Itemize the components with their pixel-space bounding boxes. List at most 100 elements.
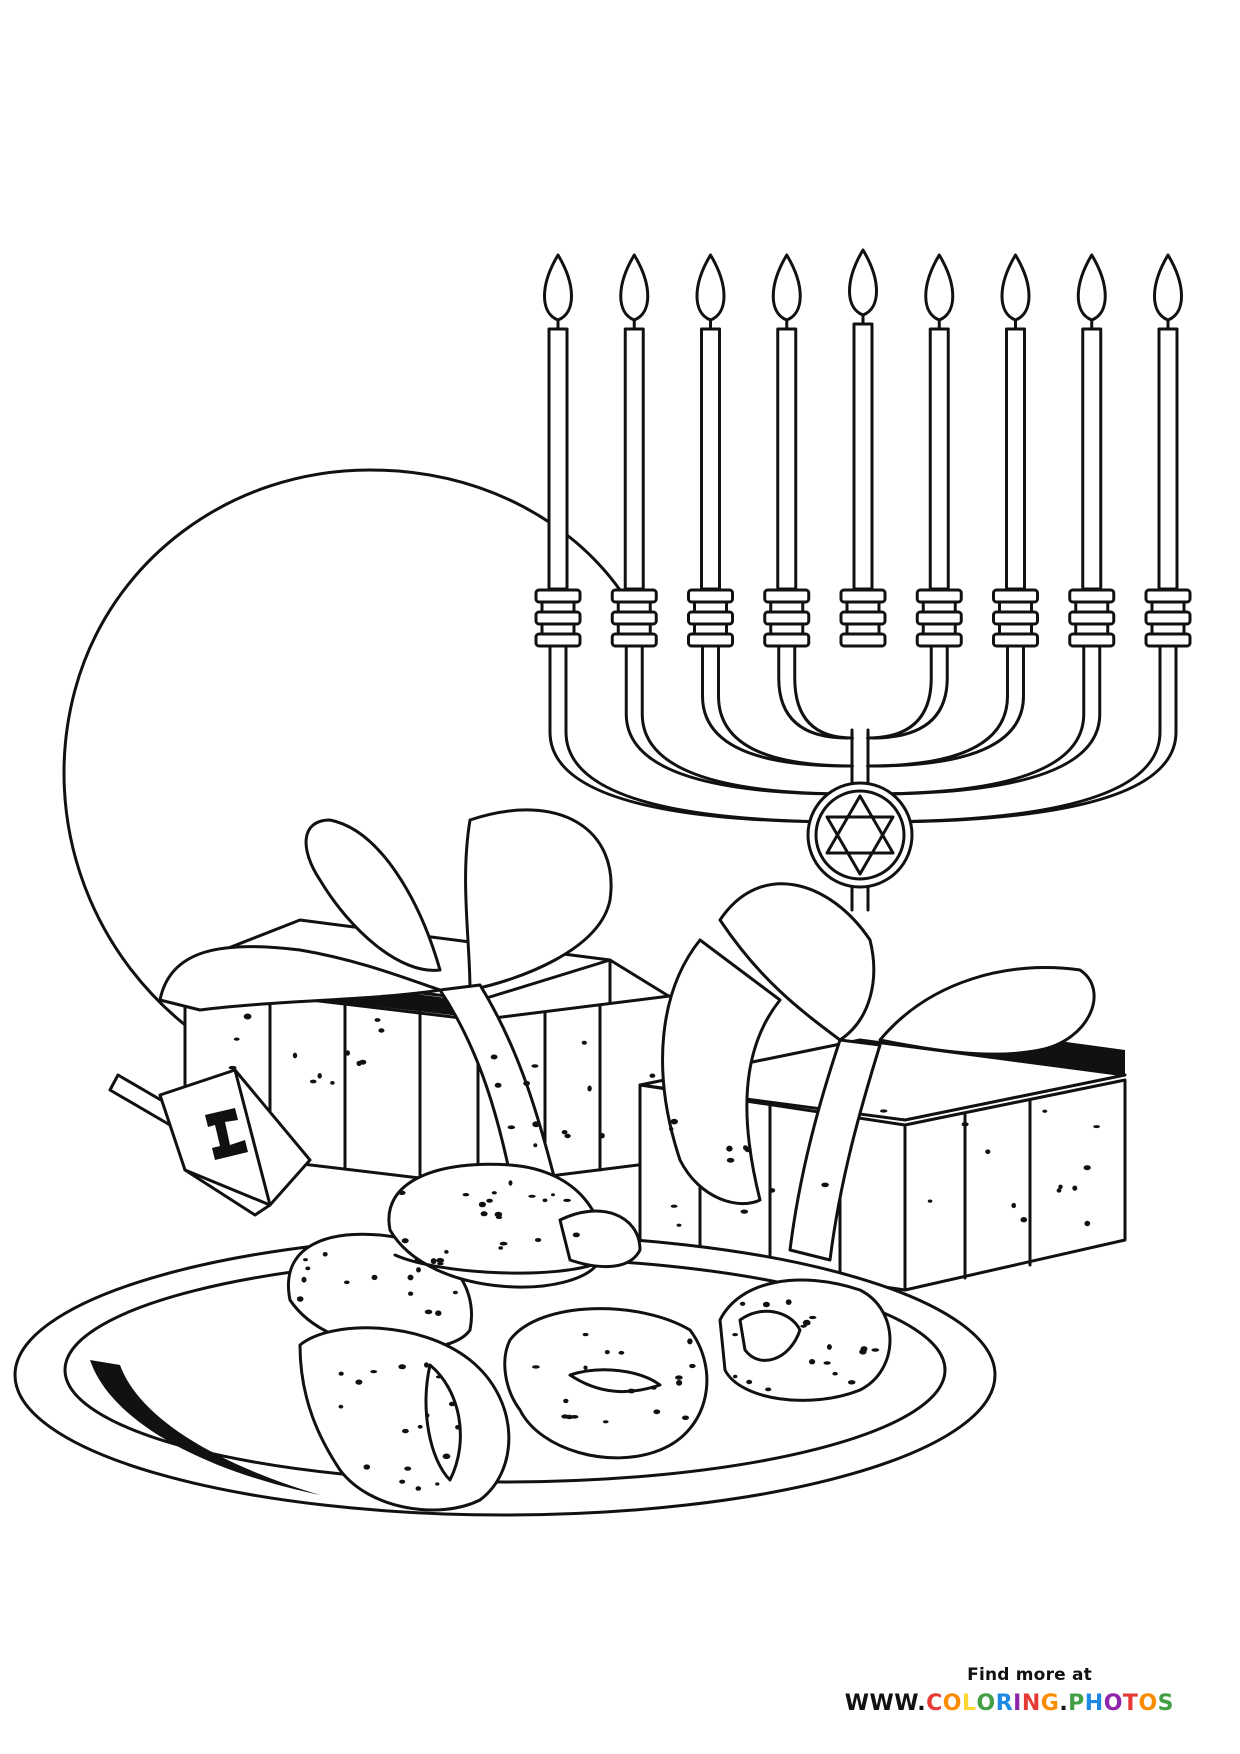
speck [670, 1118, 678, 1125]
speck [859, 1349, 867, 1355]
speck [305, 1266, 311, 1271]
site-link[interactable]: WWW.COLORING.PHOTOS [845, 1691, 1174, 1716]
speck [649, 1073, 656, 1078]
speck [424, 1309, 433, 1315]
menorah-arm [703, 646, 848, 766]
speck [1083, 1165, 1091, 1171]
speck [534, 1238, 542, 1242]
menorah-arm [872, 646, 1176, 822]
site-letter: O [942, 1691, 962, 1716]
speck [301, 1276, 307, 1283]
speck [317, 1073, 322, 1079]
site-letter: R [995, 1691, 1014, 1716]
speck [726, 1145, 733, 1152]
speck [371, 1274, 378, 1281]
speck [961, 1122, 969, 1127]
candle-holder [612, 590, 656, 602]
speck [532, 1365, 540, 1369]
speck [435, 1482, 440, 1486]
speck [802, 1319, 811, 1326]
site-letter: C [926, 1691, 943, 1716]
speck [809, 1359, 816, 1365]
site-letter: . [1059, 1691, 1069, 1716]
sufganiyot [288, 1164, 890, 1510]
moon [64, 470, 620, 1040]
flame-icon [1155, 255, 1182, 320]
speck [401, 1238, 409, 1244]
speck [435, 1310, 442, 1316]
donut-sugar-specks [296, 1180, 880, 1491]
candle-holder [765, 590, 809, 602]
candle-holder [689, 612, 733, 624]
candle-holder [1070, 590, 1114, 602]
speck [404, 1466, 412, 1471]
speck [322, 1252, 328, 1257]
menorah-arm [795, 646, 853, 738]
site-letter: H [1084, 1691, 1104, 1716]
speck [359, 1059, 367, 1065]
menorah [536, 250, 1190, 910]
speck [499, 1241, 508, 1246]
site-letter: O [1103, 1691, 1123, 1716]
speck [462, 1193, 470, 1197]
speck [490, 1054, 498, 1060]
candle-holder [917, 634, 961, 646]
speck [581, 1040, 587, 1045]
speck [832, 1371, 838, 1376]
speck [743, 1145, 748, 1151]
speck [732, 1333, 738, 1337]
speck [669, 1126, 674, 1132]
speck [564, 1133, 571, 1139]
speck [1042, 1109, 1048, 1113]
speck [821, 1182, 829, 1188]
candle-body [702, 329, 720, 589]
flame-icon [773, 255, 800, 320]
speck [871, 1348, 880, 1352]
site-letter: O [1138, 1691, 1158, 1716]
candle-holder [1070, 634, 1114, 646]
speck [542, 1198, 548, 1203]
candle-body [1159, 329, 1177, 589]
flame-icon [1002, 255, 1029, 320]
candle-body [1083, 329, 1101, 589]
speck [370, 1370, 378, 1374]
speck [785, 1299, 792, 1305]
speck [1011, 1202, 1016, 1209]
find-more-text: Find more at [967, 1665, 1092, 1685]
speck [726, 1157, 735, 1163]
speck [582, 1332, 589, 1337]
speck [330, 1081, 335, 1085]
site-prefix: WWW. [844, 1691, 927, 1716]
speck [587, 1085, 592, 1092]
speck [491, 1191, 497, 1195]
candle-body [625, 329, 643, 589]
speck [627, 1388, 636, 1394]
speck [826, 1344, 832, 1350]
site-letter: N [1021, 1691, 1041, 1716]
candle-holder [536, 612, 580, 624]
candle-holder [765, 612, 809, 624]
candle-body [854, 324, 872, 589]
candle-holder [1146, 612, 1190, 624]
flame-icon [850, 250, 877, 315]
menorah-candles [536, 250, 1190, 646]
speck [435, 1375, 443, 1379]
speck [508, 1180, 513, 1186]
dreidel [110, 1070, 310, 1215]
speck [398, 1364, 407, 1370]
speck [800, 1324, 807, 1328]
speck [408, 1291, 414, 1296]
speck [344, 1280, 350, 1285]
menorah-arm [872, 646, 947, 738]
speck [563, 1398, 569, 1404]
speck [425, 1413, 430, 1418]
speck [602, 1420, 609, 1424]
candle [917, 255, 961, 646]
candle-holder [689, 590, 733, 602]
candle-holder [1070, 612, 1114, 624]
candle-holder [994, 612, 1038, 624]
speck [442, 1453, 451, 1460]
shamash-candle [841, 250, 885, 646]
candle-holder [765, 634, 809, 646]
candle-holder [917, 612, 961, 624]
